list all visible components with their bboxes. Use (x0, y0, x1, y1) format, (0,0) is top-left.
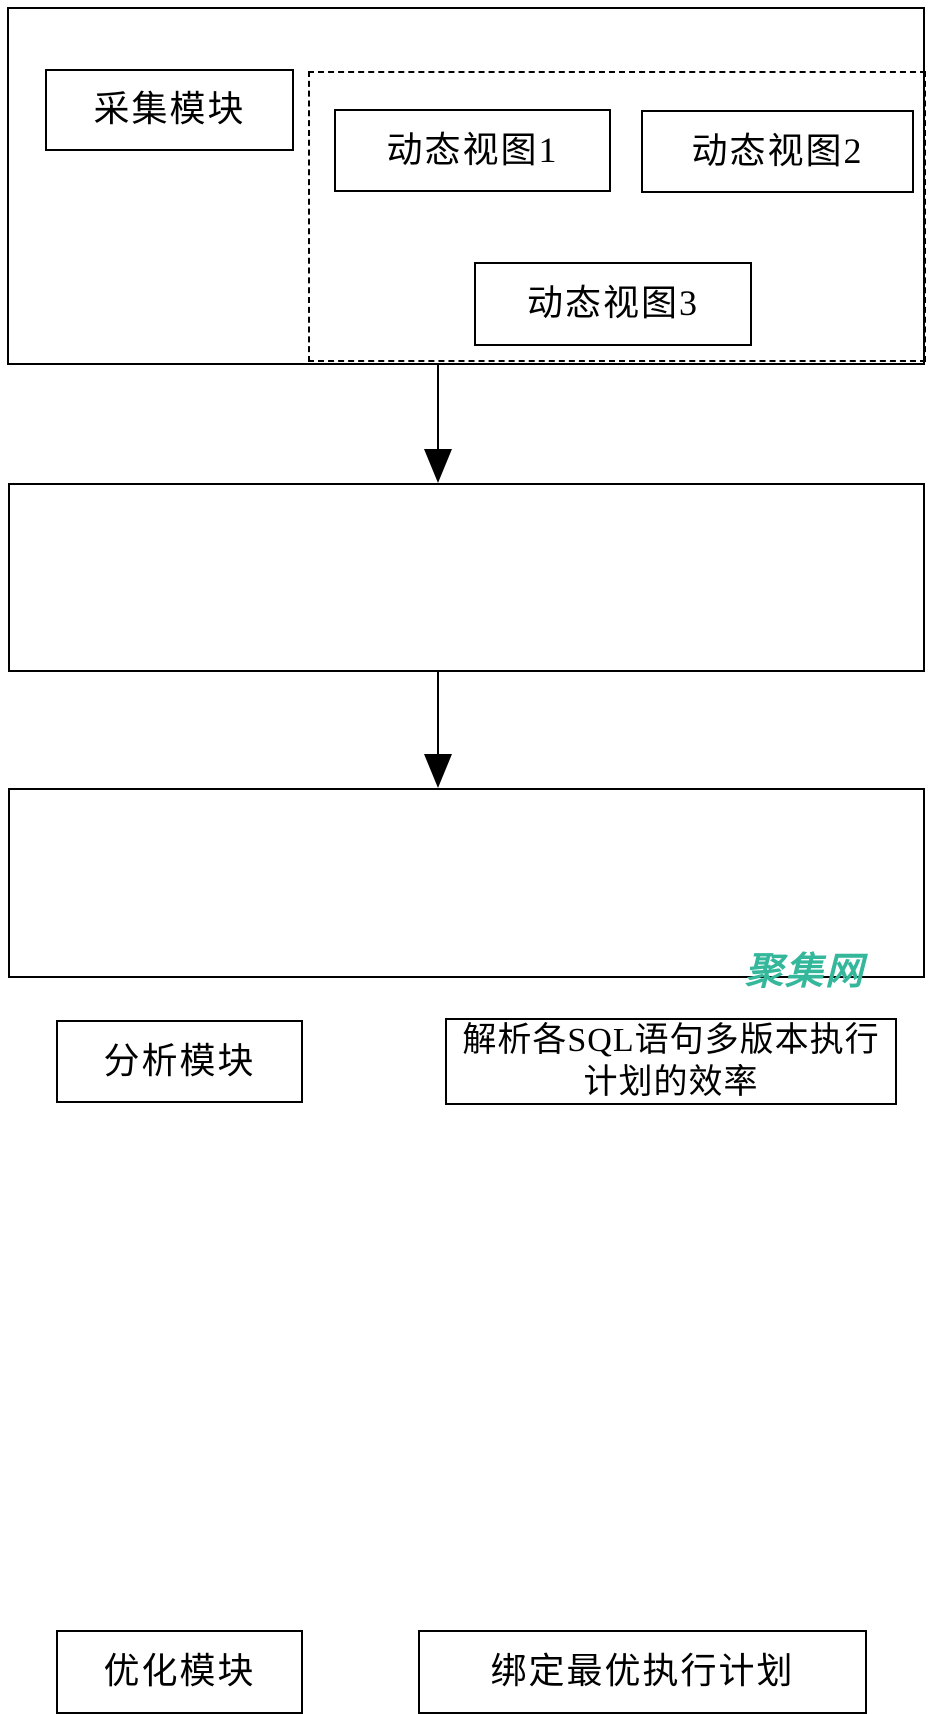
watermark-logo: 聚集网 (745, 951, 866, 993)
sql-efficiency-label: 解析各SQL语句多版本执行计划的效率 (462, 1022, 880, 1101)
dynamic-view-1-label: 动态视图1 (386, 129, 559, 170)
collection-module-box: 采集模块 (45, 69, 294, 151)
down-arrow-1-line (437, 365, 439, 453)
down-arrow-1-head-icon (424, 449, 452, 483)
dynamic-view-3-box: 动态视图3 (474, 262, 752, 346)
analysis-section-box: 分析模块 解析各SQL语句多版本执行计划的效率 (8, 483, 925, 1105)
dynamic-view-1-box: 动态视图1 (334, 109, 611, 192)
down-arrow-2-head-icon (424, 754, 452, 788)
down-arrow-2-line (437, 672, 439, 758)
bind-optimal-plan-label: 绑定最优执行计划 (490, 1651, 795, 1692)
dynamic-view-3-label: 动态视图3 (526, 283, 699, 324)
collection-module-label: 采集模块 (93, 89, 246, 130)
analysis-module-label: 分析模块 (103, 1040, 256, 1081)
sql-efficiency-box: 解析各SQL语句多版本执行计划的效率 (445, 1018, 897, 1105)
collection-section-box: 采集模块 动态视图1 动态视图2 动态视图3 (7, 7, 926, 365)
optimization-module-box: 优化模块 (56, 1630, 303, 1714)
dynamic-view-2-box: 动态视图2 (641, 110, 914, 193)
dynamic-view-2-label: 动态视图2 (691, 130, 864, 171)
dynamic-views-group (308, 71, 926, 362)
analysis-module-box: 分析模块 (56, 1020, 303, 1103)
bind-optimal-plan-box: 绑定最优执行计划 (418, 1630, 867, 1714)
optimization-module-label: 优化模块 (103, 1651, 256, 1692)
